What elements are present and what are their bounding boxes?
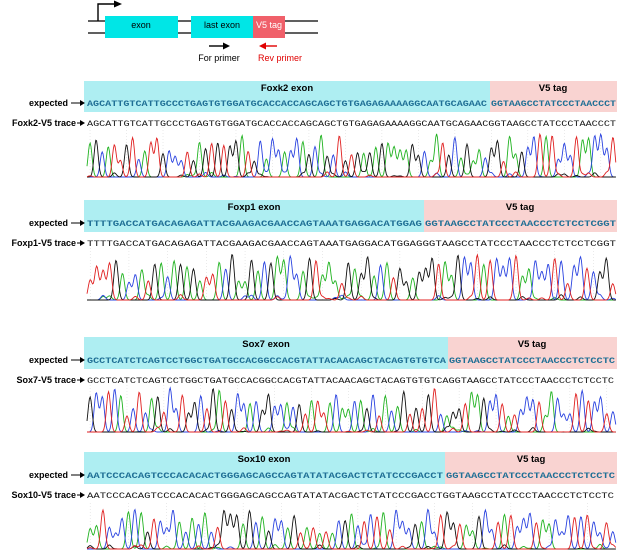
rev-primer-label: Rev primer bbox=[258, 53, 302, 63]
exon-label: exon bbox=[131, 20, 151, 30]
trace-T-line bbox=[87, 388, 616, 433]
trace-label: Sox7-V5 trace bbox=[16, 375, 76, 385]
trace-seq: GCCTCATCTCAGTCCTGGCTGATGCCACGGCCACGTATTA… bbox=[87, 376, 614, 386]
expected-arrow-head bbox=[80, 472, 85, 478]
last-exon-box bbox=[191, 16, 253, 38]
exon-band bbox=[84, 200, 424, 232]
trace-C-line bbox=[87, 386, 617, 433]
trace-T-line bbox=[86, 132, 617, 178]
trace-arrow-head bbox=[80, 240, 85, 246]
expected-exon-seq: GCCTCATCTCAGTCCTGGCTGATGCCACGGCCACGTATTA… bbox=[87, 356, 447, 366]
chromatogram bbox=[86, 127, 617, 178]
chromatogram bbox=[86, 248, 617, 301]
last-exon-label: last exon bbox=[204, 20, 240, 30]
trace-arrow-head bbox=[80, 377, 85, 383]
v5-tag-label: V5 tag bbox=[256, 20, 282, 30]
trace-G-line bbox=[87, 254, 616, 301]
expected-exon-seq: TTTTGACCATGACAGAGATTACGAAGACGAACCAGTAAAT… bbox=[87, 219, 422, 229]
trace-T-line bbox=[86, 253, 617, 301]
panel-foxk2: Foxk2 exon V5 tag expected AGCATTGTCATTG… bbox=[12, 81, 617, 178]
exon-title: Foxk2 exon bbox=[261, 83, 313, 94]
panel-sox10: Sox10 exon V5 tag expected AATCCCACAGTCC… bbox=[11, 452, 617, 550]
exon-box bbox=[105, 16, 178, 38]
tag-band bbox=[424, 200, 617, 232]
expected-tag-seq: GGTAAGCCTATCCCTAACCCT bbox=[491, 99, 616, 109]
transcription-start-arrow bbox=[97, 3, 114, 21]
tag-title: V5 tag bbox=[506, 202, 535, 213]
trace-arrow-head bbox=[80, 120, 85, 126]
exon-title: Foxp1 exon bbox=[228, 202, 281, 213]
chromatogram bbox=[86, 382, 617, 433]
trace-C-line bbox=[87, 508, 617, 550]
expected-arrow-head bbox=[80, 220, 85, 226]
for-primer-label: For primer bbox=[198, 53, 240, 63]
expected-exon-seq: AATCCCACAGTCCCACACACTGGGAGCAGCCAGTATATAC… bbox=[87, 471, 443, 481]
exon-band bbox=[84, 337, 448, 369]
expected-tag-seq: GGTAAGCCTATCCCTAACCCTCTCCTCGGT bbox=[425, 219, 616, 229]
v5-tag-box bbox=[253, 16, 285, 38]
gene-schematic: exon last exon V5 tag For primer Rev pri… bbox=[88, 0, 318, 63]
expected-exon-seq: AGCATTGTCATTGCCCTGAGTGTGGATGCACCACCAGCAG… bbox=[87, 99, 487, 109]
tag-band bbox=[445, 452, 617, 484]
trace-T-line bbox=[86, 508, 617, 550]
for-primer-arrow-head bbox=[223, 42, 230, 50]
exon-band bbox=[84, 452, 445, 484]
tag-title: V5 tag bbox=[517, 454, 546, 465]
tag-title: V5 tag bbox=[518, 339, 547, 350]
trace-label: Sox10-V5 trace bbox=[11, 490, 76, 500]
panel-foxp1: Foxp1 exon V5 tag expected TTTTGACCATGAC… bbox=[11, 200, 617, 301]
expected-label: expected bbox=[29, 355, 68, 365]
transcription-arrow-head bbox=[114, 0, 122, 8]
expected-tag-seq: GGTAAGCCTATCCCTAACCCTCTCCTC bbox=[449, 356, 615, 366]
trace-label: Foxk2-V5 trace bbox=[12, 118, 76, 128]
exon-band bbox=[84, 81, 490, 112]
trace-label: Foxp1-V5 trace bbox=[11, 238, 76, 248]
trace-C-line bbox=[87, 254, 617, 301]
expected-label: expected bbox=[29, 470, 68, 480]
expected-tag-seq: GGTAAGCCTATCCCTAACCCTCTCCTC bbox=[446, 471, 615, 481]
tag-band bbox=[490, 81, 617, 112]
exon-title: Sox10 exon bbox=[238, 454, 291, 465]
chromatogram bbox=[86, 503, 617, 550]
exon-title: Sox7 exon bbox=[242, 339, 290, 350]
tag-band bbox=[448, 337, 617, 369]
expected-label: expected bbox=[29, 98, 68, 108]
rev-primer-arrow-head bbox=[259, 42, 266, 50]
panel-sox7: Sox7 exon V5 tag expected GCCTCATCTCAGTC… bbox=[16, 337, 617, 433]
trace-A-line bbox=[86, 510, 616, 550]
expected-label: expected bbox=[29, 218, 68, 228]
trace-arrow-head bbox=[80, 492, 85, 498]
expected-arrow-head bbox=[80, 357, 85, 363]
trace-G-line bbox=[86, 509, 616, 550]
expected-arrow-head bbox=[80, 100, 85, 106]
trace-seq: TTTTGACCATGACAGAGATTACGAAGACGAACCAGTAAAT… bbox=[87, 239, 616, 249]
tag-title: V5 tag bbox=[539, 83, 568, 94]
trace-seq: AGCATTGTCATTGCCCTGAGTGTGGATGCACCACCAGCAG… bbox=[87, 119, 616, 129]
trace-seq: AATCCCACAGTCCCACACACTGGGAGCAGCCAGTATATAC… bbox=[87, 491, 614, 501]
